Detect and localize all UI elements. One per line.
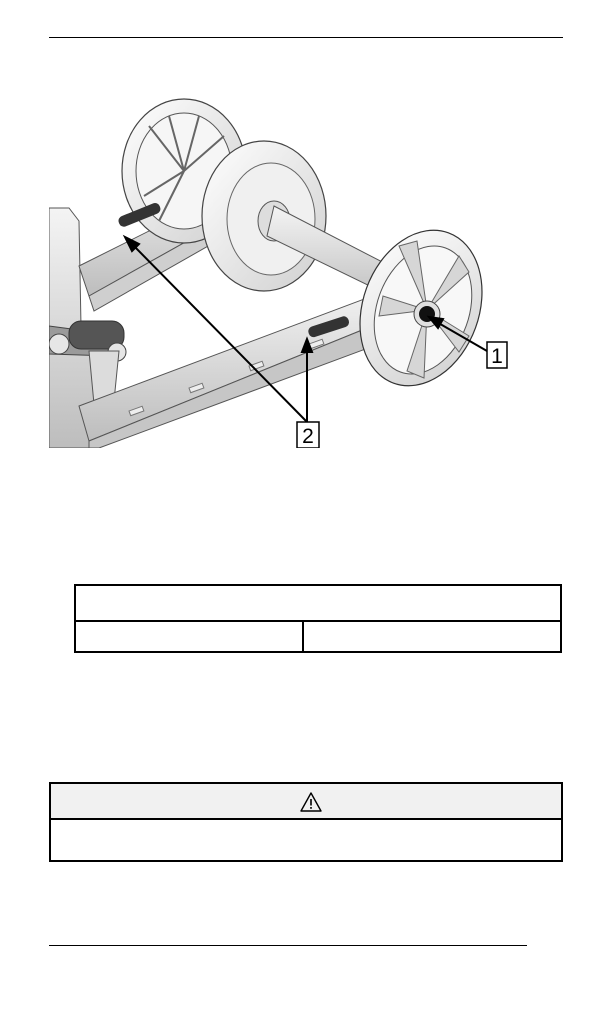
callout-2-label: 2 bbox=[302, 425, 314, 448]
spec-table-row bbox=[76, 620, 560, 651]
spec-table-cell-right bbox=[304, 620, 560, 651]
footer-rule bbox=[49, 945, 527, 946]
adjuster-bolts bbox=[118, 203, 350, 338]
callout-1: 1 bbox=[486, 341, 508, 369]
warning-body bbox=[51, 820, 561, 860]
center-idler-wheel bbox=[201, 140, 327, 292]
callout-2: 2 bbox=[296, 421, 320, 448]
warning-header bbox=[51, 784, 561, 820]
rear-idler-wheel-illustration: 1 2 bbox=[49, 96, 519, 448]
front-idler-wheel bbox=[359, 229, 483, 387]
callout-1-label: 1 bbox=[491, 345, 503, 368]
specification-table bbox=[74, 584, 562, 653]
warning-triangle-icon bbox=[300, 792, 322, 812]
warning-box bbox=[49, 782, 563, 862]
spec-table-header bbox=[76, 586, 560, 622]
header-rule bbox=[49, 37, 563, 38]
spec-table-cell-left bbox=[76, 620, 304, 651]
frame-bracket bbox=[49, 207, 127, 448]
